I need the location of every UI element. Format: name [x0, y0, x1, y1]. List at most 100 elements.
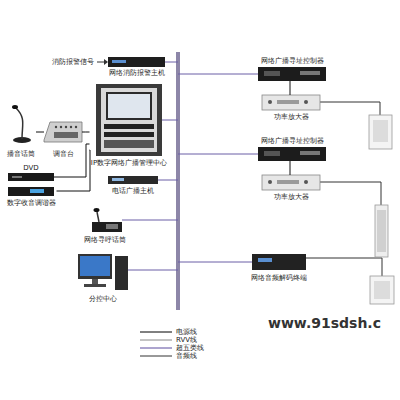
arrow-head: [104, 59, 108, 65]
monitor-screen: [108, 94, 150, 118]
network-wire: [178, 154, 258, 155]
network-wire: [128, 270, 178, 271]
audio-wire: [54, 144, 90, 177]
paging-head: [94, 208, 100, 212]
paging-stem: [97, 212, 99, 222]
network-bus: [176, 52, 180, 310]
device-label: DVD: [23, 164, 38, 172]
audio-wire: [36, 132, 44, 133]
device-node: 电话广播主机: [108, 176, 158, 195]
audio-wire: [290, 161, 291, 175]
device-label: 数字收音调谐器: [7, 199, 56, 207]
watermark: www.91sdsh.c: [268, 315, 381, 331]
paging-keys: [106, 224, 118, 229]
monitor-screen: [80, 256, 110, 276]
rack-unit: [104, 132, 154, 137]
device-label: 分控中心: [89, 295, 117, 303]
knob: [304, 180, 308, 184]
ceiling-speaker: [369, 115, 392, 149]
fader-bank: [54, 132, 78, 138]
legend-sample: [140, 332, 172, 333]
legend-text: 超五类线: [176, 344, 204, 352]
device-label: IP数字网络广播管理中心: [91, 159, 167, 167]
mic-head: [12, 105, 18, 109]
device-display: [258, 258, 272, 262]
column-speaker: [375, 205, 388, 257]
device-node: 网络音频解码终端: [250, 254, 308, 282]
rack-device: [108, 57, 165, 67]
device-label: 网络寻呼话筒: [84, 236, 126, 244]
device-panel: [277, 180, 299, 184]
monitor-frame: [106, 92, 152, 120]
rack-cabinet: [96, 84, 162, 156]
device-panel: [300, 71, 320, 75]
device-node: 数字收音调谐器: [6, 187, 57, 207]
speaker-grille: [374, 281, 390, 299]
signal-wires: [97, 62, 382, 276]
keyboard: [84, 284, 106, 287]
speaker-wire: [320, 102, 380, 115]
rack-unit: [104, 140, 154, 148]
knob: [60, 126, 62, 128]
mixer-knobs: [54, 126, 78, 138]
network-wire: [165, 62, 178, 63]
device-node: 播音话筒: [6, 104, 36, 158]
device-node: 网络寻呼话筒: [83, 208, 127, 244]
speaker-wire: [306, 258, 382, 276]
device-node: DVD: [8, 164, 54, 181]
knob: [268, 100, 272, 104]
knob: [75, 126, 77, 128]
monitor-frame: [78, 254, 112, 279]
knob: [268, 180, 272, 184]
device-node: 功率放大器: [262, 175, 320, 201]
network-wire: [178, 74, 258, 75]
device-label: 功率放大器: [274, 113, 309, 121]
device-display: [112, 178, 124, 181]
pc-tower: [115, 256, 128, 290]
device-panel: [300, 151, 320, 155]
monitor-stand: [92, 279, 98, 284]
knob: [70, 126, 72, 128]
decoder-box: [252, 254, 306, 270]
audio-wire: [82, 132, 90, 133]
legend-sample: [140, 340, 172, 341]
legend-sample: [140, 348, 172, 349]
network-wire: [122, 220, 178, 221]
audio-wire: [290, 81, 291, 95]
rack-unit: [104, 124, 154, 129]
rack-device: [258, 67, 326, 81]
device-label: 功率放大器: [274, 193, 309, 201]
signal-label: 消防报警信号: [52, 58, 94, 66]
device-label: 网络消防报警主机: [109, 69, 165, 77]
speaker-grille: [373, 120, 388, 142]
device-display: [112, 60, 126, 63]
device-panel: [264, 71, 280, 76]
device-display: [30, 189, 44, 193]
mic-stem: [16, 108, 23, 139]
tuner-device: [8, 187, 54, 196]
legend-sample: [140, 356, 172, 357]
mixer-desk: [44, 122, 82, 142]
network-wire: [162, 120, 178, 121]
device-node: 网络广播寻址控制器: [258, 57, 326, 81]
device-node: 功率放大器: [262, 95, 320, 121]
disc-slot: [12, 176, 22, 178]
network-wire: [158, 180, 178, 181]
device-label: 电话广播主机: [112, 187, 154, 195]
device-node: 调音台: [44, 122, 82, 158]
phone-host: [108, 176, 158, 184]
device-node: 网络消防报警主机: [108, 57, 166, 77]
device-panel: [277, 100, 299, 104]
device-node: 分控中心: [78, 254, 128, 303]
amplifier: [262, 95, 320, 110]
knob: [65, 126, 67, 128]
legend-text: 电源线: [176, 328, 197, 336]
amplifier: [262, 175, 320, 190]
device-label: 调音台: [53, 150, 74, 158]
speaker-wire: [320, 182, 381, 205]
knob: [55, 126, 57, 128]
legend-text: RVV线: [176, 336, 197, 344]
rack-front: [101, 88, 157, 152]
speaker-grille: [377, 210, 386, 252]
